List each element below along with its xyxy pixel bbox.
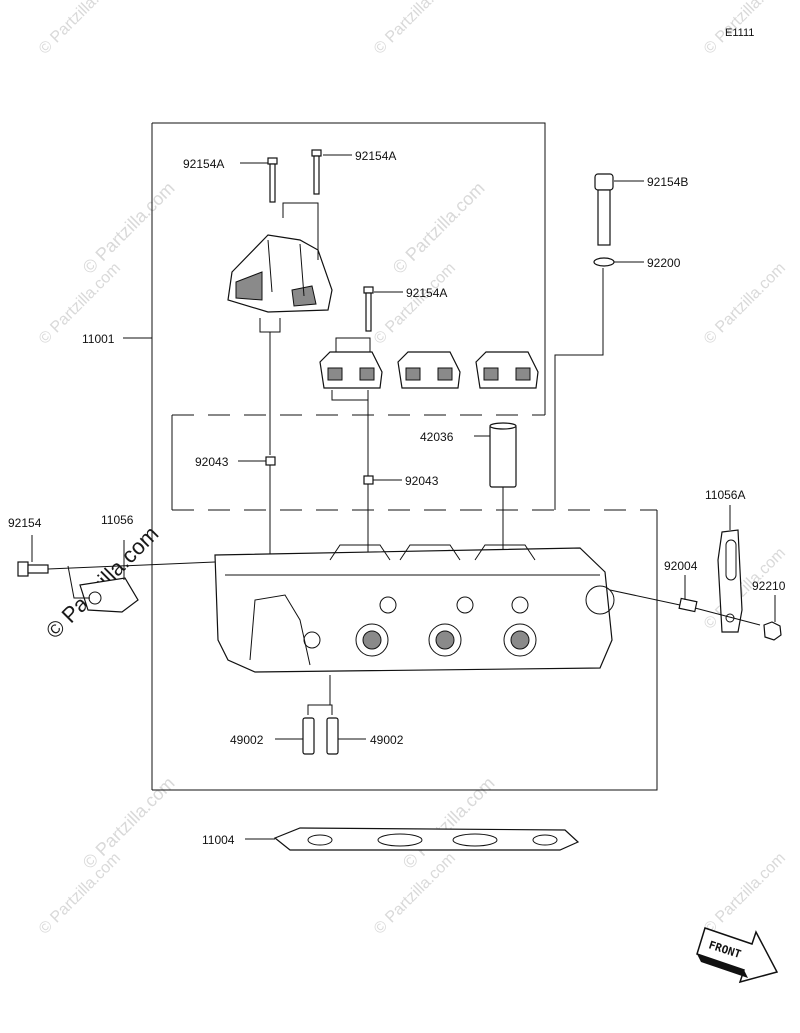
cover-plate-11056 [79, 577, 139, 613]
label-11004: 11004 [202, 833, 235, 847]
label-92154: 92154 [8, 516, 42, 530]
front-arrow-icon: FRONT [696, 927, 779, 984]
label-92154B: 92154B [647, 175, 688, 189]
label-92043-right: 92043 [405, 474, 439, 488]
plug-49002-left [302, 717, 315, 755]
bolt-92154 [17, 561, 49, 577]
watermark: © Partzilla.com [79, 773, 179, 873]
watermark: © Partzilla.com [701, 850, 789, 938]
label-92154A-left: 92154A [183, 157, 224, 171]
watermark: © Partzilla.com [371, 0, 459, 58]
washer-92200 [593, 257, 615, 267]
cam-cap-part [475, 351, 539, 389]
cam-cap-part [319, 351, 383, 389]
nut-92210 [763, 621, 782, 641]
watermark: © Partzilla.com [389, 178, 489, 278]
label-42036: 42036 [420, 430, 454, 444]
stud-92004 [678, 597, 698, 613]
label-11056A: 11056A [705, 488, 745, 502]
watermark: © Partzilla.com [36, 850, 124, 938]
cylinder-head-part [214, 544, 615, 673]
label-11001: 11001 [82, 332, 115, 346]
dowel-pin-92043-left [265, 456, 276, 466]
label-92200: 92200 [647, 256, 681, 270]
label-92043-left: 92043 [195, 455, 229, 469]
bolt-92154A-left [267, 157, 278, 203]
diagram-code: E1111 [725, 27, 754, 39]
watermark: © Partzilla.com [79, 178, 179, 278]
label-92154A-middle: 92154A [355, 149, 396, 163]
gasket-11004 [273, 827, 580, 851]
label-92210: 92210 [752, 579, 786, 593]
watermark: © Partzilla.com [36, 0, 124, 58]
watermark: © Partzilla.com [701, 260, 789, 348]
plug-49002-right [326, 717, 339, 755]
bolt-92154A-right [363, 286, 374, 332]
cylinder-head-assembly-outline [151, 122, 658, 791]
label-49002-right: 49002 [370, 733, 404, 747]
part-labels: 92154A 92154A 92154A 92154B 92200 11001 … [8, 149, 786, 847]
label-92154A-right: 92154A [406, 286, 447, 300]
watermark: © Partzilla.com [371, 260, 459, 348]
label-92004: 92004 [664, 559, 698, 573]
cam-holder-part [227, 234, 333, 313]
label-11056: 11056 [101, 513, 134, 527]
cam-cap-part [397, 351, 461, 389]
dowel-pin-92043-right [363, 475, 374, 485]
leader-lines [31, 154, 776, 840]
bolt-92154A-middle [311, 149, 322, 195]
label-49002-left: 49002 [230, 733, 264, 747]
pipe-42036 [489, 422, 517, 488]
bolt-92154B [594, 173, 614, 246]
watermark-layer: © Partzilla.com © Partzilla.com © Partzi… [36, 0, 789, 938]
